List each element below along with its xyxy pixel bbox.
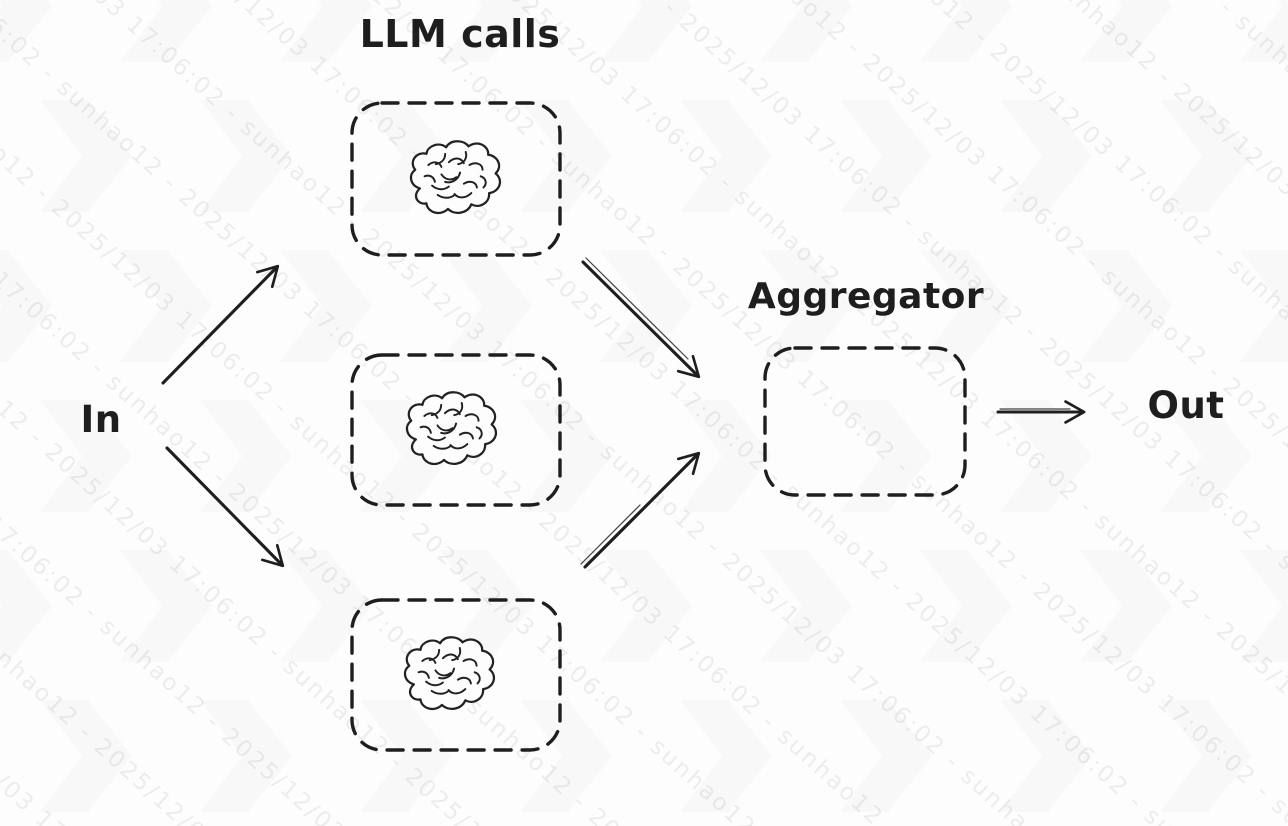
arrow-in-to-llm1 [161, 264, 280, 385]
arrow-sketch-echo [585, 257, 689, 360]
brain-icon [405, 391, 498, 466]
arrow-sketch-echo [580, 504, 641, 565]
llm-call-box-3 [350, 598, 562, 752]
llm-calls-title: LLM calls [359, 12, 561, 56]
brain-icon [403, 636, 496, 711]
aggregator-label: Aggregator [747, 276, 985, 317]
aggregator-box [763, 346, 967, 497]
llm-call-box-1 [350, 101, 562, 257]
output-label: Out [1147, 384, 1225, 427]
brain-icon [409, 140, 502, 215]
arrow-in-to-llm3 [165, 446, 285, 568]
arrow-llm1-to-aggregator [581, 260, 701, 379]
input-label: In [80, 398, 122, 441]
arrow-llm3-to-aggregator [583, 451, 701, 569]
llm-call-box-2 [350, 353, 562, 507]
